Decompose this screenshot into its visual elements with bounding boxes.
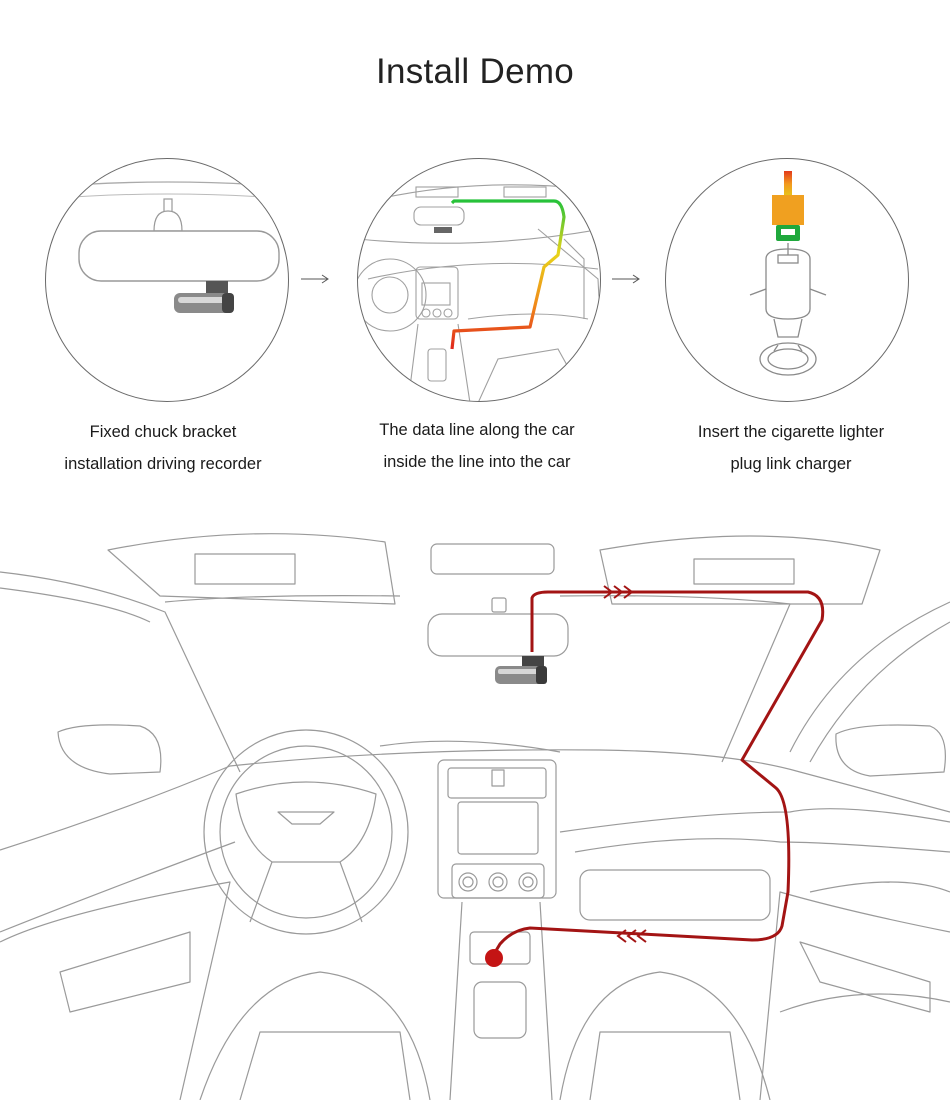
step-3-caption: Insert the cigarette lighter plug link c… bbox=[641, 416, 941, 480]
a-pillar-right bbox=[559, 595, 791, 763]
car-cable-illustration bbox=[358, 184, 600, 401]
side-mirror-right bbox=[835, 724, 946, 777]
visor-mirror-left bbox=[194, 553, 296, 585]
cable-direction-arrows-bottom bbox=[616, 929, 647, 943]
side-mirror-left bbox=[57, 724, 162, 775]
step-3-caption-line2: plug link charger bbox=[730, 455, 852, 473]
mirror-recorder-illustration bbox=[46, 181, 288, 313]
door-handle-left bbox=[59, 931, 191, 1013]
rear-view-mirror bbox=[427, 613, 569, 657]
glovebox bbox=[579, 869, 771, 921]
cigarette-lighter-plug bbox=[485, 949, 503, 967]
a-pillar-left bbox=[0, 571, 241, 773]
step-2-caption-line2: inside the line into the car bbox=[383, 453, 571, 471]
power-cable bbox=[492, 590, 825, 955]
steering-wheel bbox=[203, 729, 409, 935]
dome-light bbox=[430, 543, 555, 575]
charger-illustration bbox=[749, 171, 827, 376]
step-2-caption-line1: The data line along the car bbox=[379, 421, 575, 439]
door-handle-right bbox=[799, 941, 931, 1013]
page-title: Install Demo bbox=[375, 52, 575, 91]
step-2-circle bbox=[357, 158, 601, 402]
sun-visor-right bbox=[599, 535, 881, 605]
step-3-circle bbox=[665, 158, 909, 402]
arrow-2-icon bbox=[612, 274, 640, 284]
visor-mirror-right bbox=[693, 558, 795, 585]
step-1-caption: Fixed chuck bracket installation driving… bbox=[13, 416, 313, 480]
arrow-1-icon bbox=[301, 274, 329, 284]
sun-visor-left bbox=[107, 533, 396, 605]
cable-direction-arrows-top bbox=[603, 585, 634, 599]
step-1-caption-line1: Fixed chuck bracket bbox=[89, 423, 237, 441]
step-1-caption-line2: installation driving recorder bbox=[64, 455, 262, 473]
step-3-caption-line1: Insert the cigarette lighter bbox=[697, 423, 885, 441]
step-2-caption: The data line along the car inside the l… bbox=[327, 414, 627, 478]
car-interior-wiring-diagram bbox=[0, 533, 950, 1100]
step-1-circle bbox=[45, 158, 289, 402]
infotainment-screen bbox=[457, 801, 539, 855]
